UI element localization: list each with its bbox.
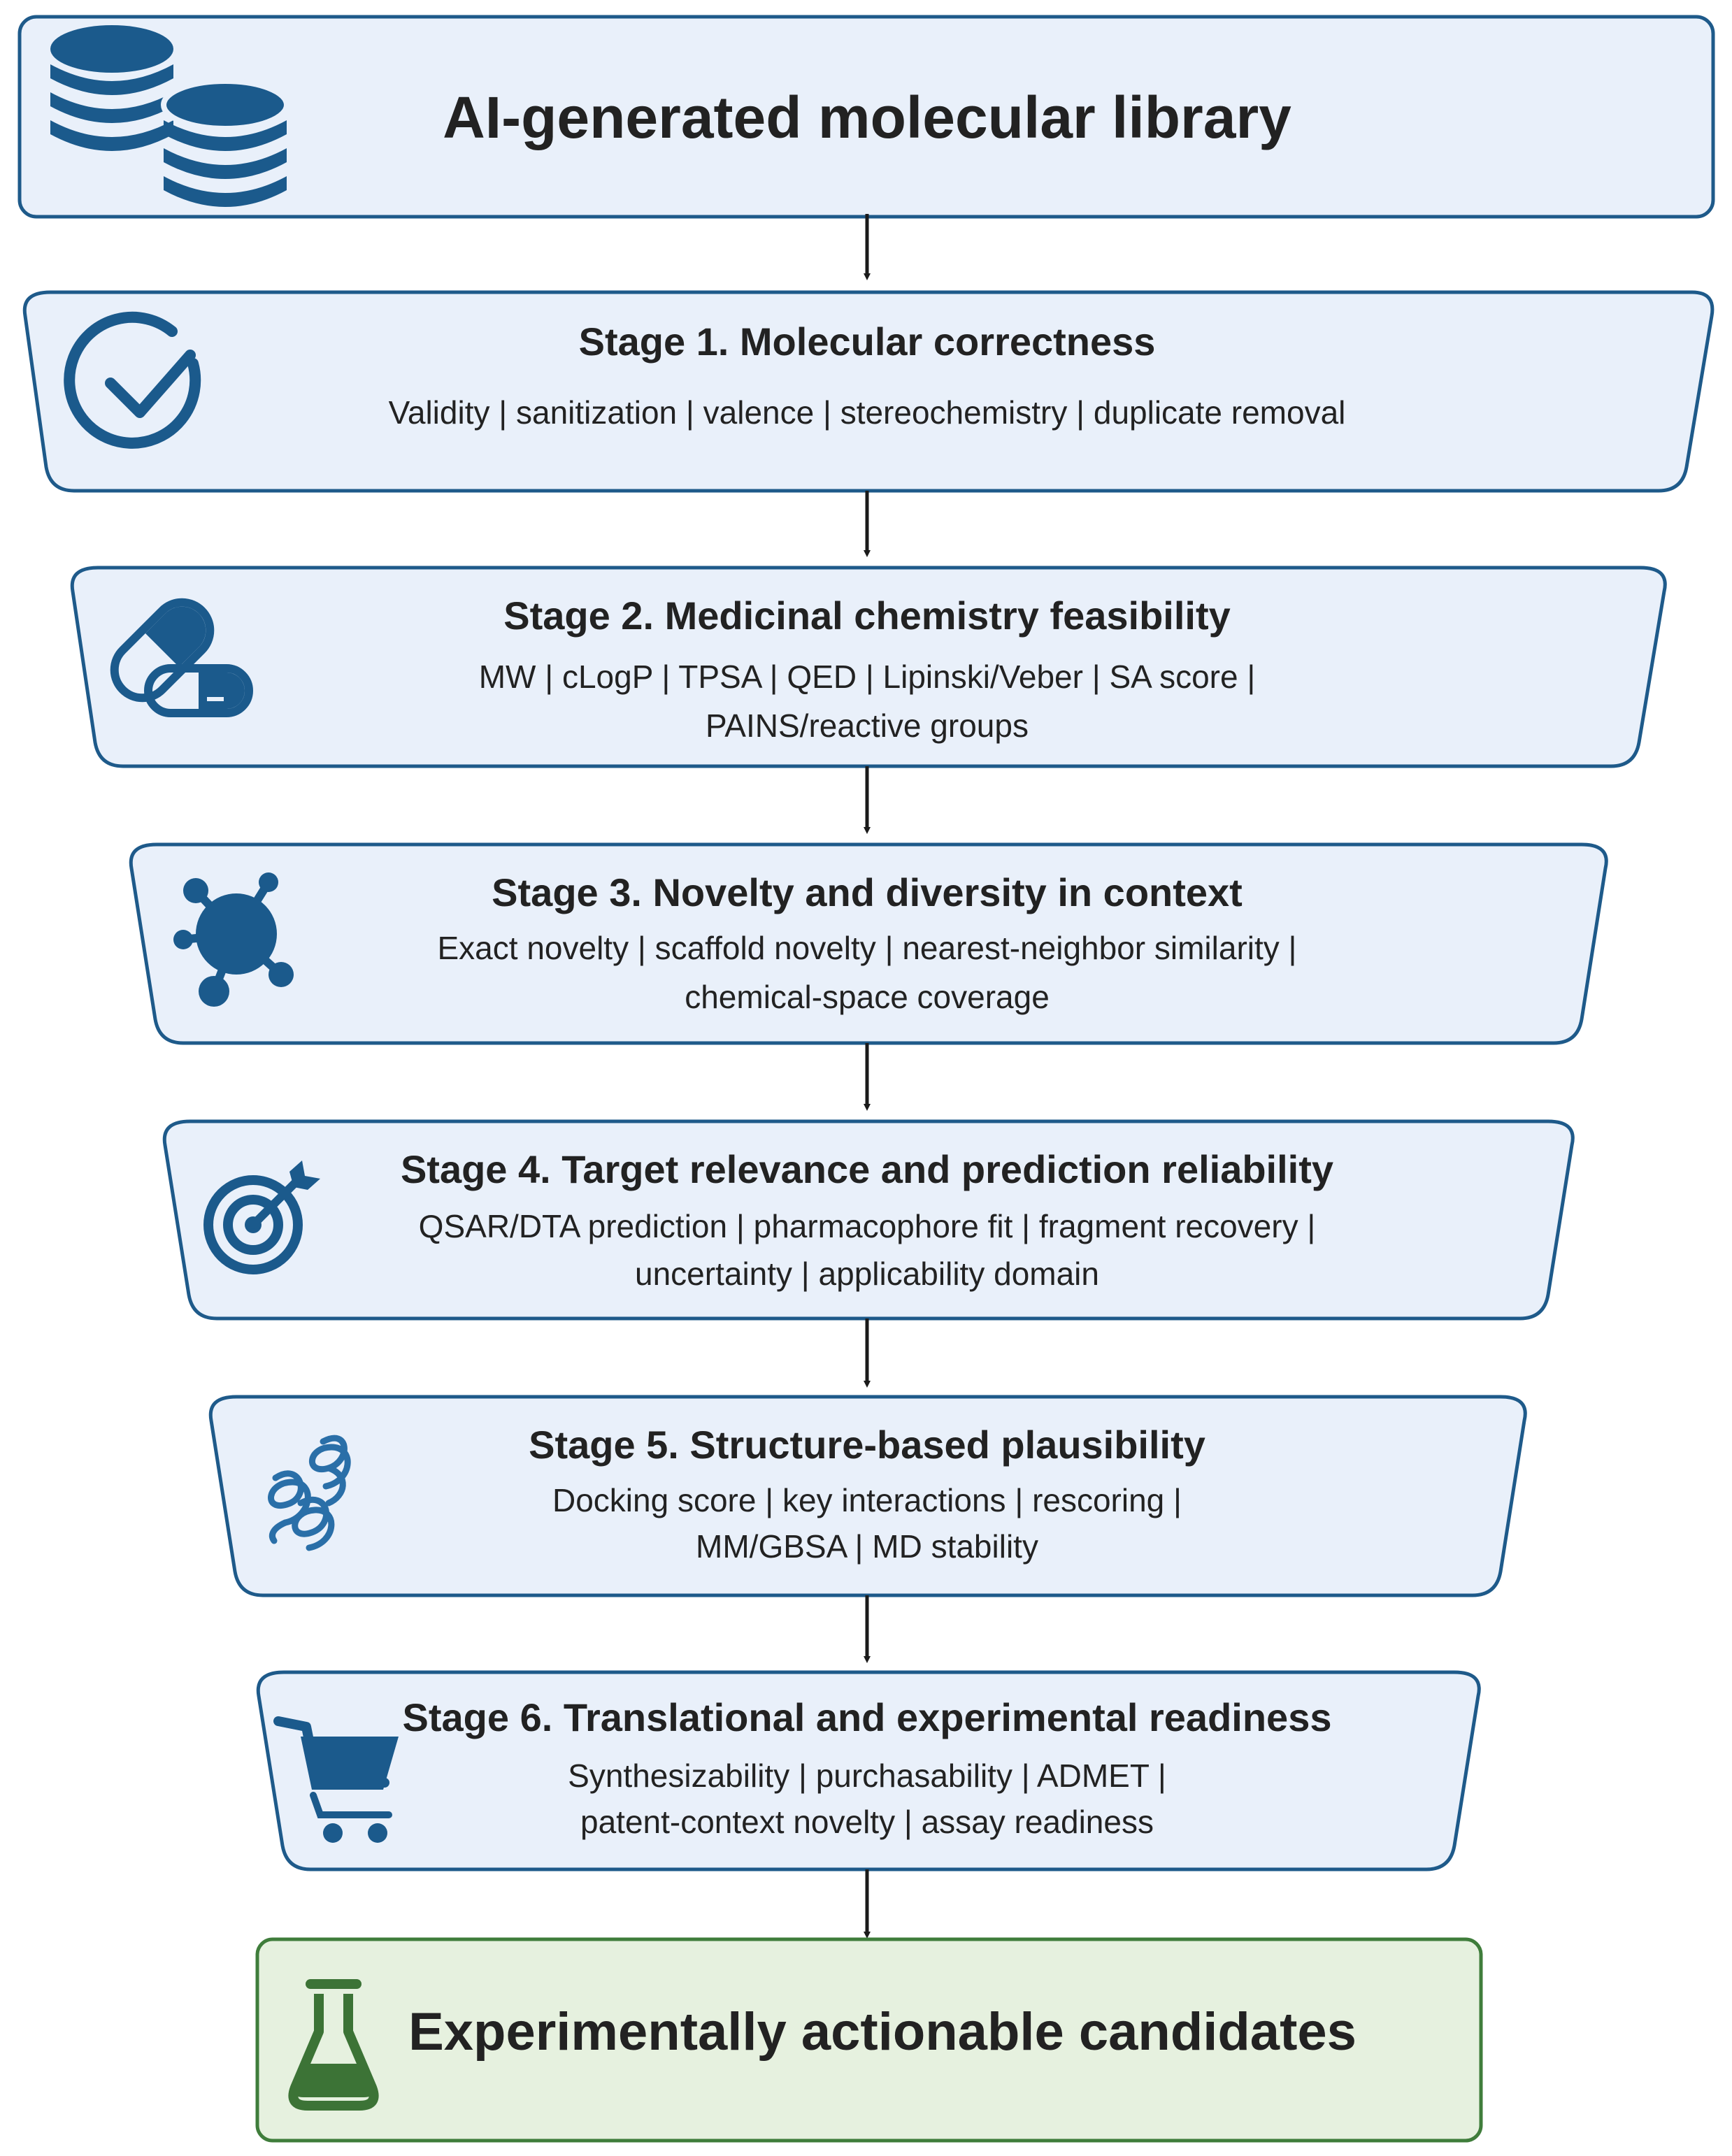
stage-5-line-2: MM/GBSA | MD stability bbox=[696, 1528, 1038, 1565]
stage-1-line-1: Validity | sanitization | valence | ster… bbox=[389, 394, 1346, 431]
stage-6-title: Stage 6. Translational and experimental … bbox=[403, 1695, 1332, 1739]
stage-6-line-1: Synthesizability | purchasability | ADME… bbox=[568, 1758, 1166, 1794]
stage-6-line-2: patent-context novelty | assay readiness bbox=[580, 1804, 1154, 1840]
protein-ribbon-icon bbox=[268, 1435, 351, 1551]
check-circle-icon bbox=[64, 311, 201, 449]
stage-5-title: Stage 5. Structure-based plausibility bbox=[529, 1423, 1205, 1467]
stage-2-line-2: PAINS/reactive groups bbox=[706, 707, 1029, 744]
stage-6-box: Stage 6. Translational and experimental … bbox=[256, 1670, 1481, 1871]
target-dart-icon bbox=[203, 1160, 320, 1274]
final-title: Experimentally actionable candidates bbox=[408, 2002, 1357, 2062]
stage-4-line-1: QSAR/DTA prediction | pharmacophore fit … bbox=[419, 1208, 1316, 1244]
pill-capsule-icon bbox=[110, 598, 253, 717]
stage-4-line-2: uncertainty | applicability domain bbox=[635, 1256, 1099, 1292]
stage-3-line-1: Exact novelty | scaffold novelty | neare… bbox=[438, 930, 1297, 966]
stage-2-box: Stage 2. Medicinal chemistry feasibility… bbox=[70, 566, 1667, 768]
stage-1-title: Stage 1. Molecular correctness bbox=[579, 319, 1156, 364]
stage-3-box: Stage 3. Novelty and diversity in contex… bbox=[129, 842, 1608, 1045]
stage-3-title: Stage 3. Novelty and diversity in contex… bbox=[492, 870, 1243, 914]
stage-5-box: Stage 5. Structure-based plausibility Do… bbox=[208, 1395, 1527, 1597]
header-title: AI-generated molecular library bbox=[443, 85, 1291, 150]
database-stack-icon bbox=[50, 25, 289, 207]
stage-4-box: Stage 4. Target relevance and prediction… bbox=[162, 1119, 1575, 1321]
stage-2-line-1: MW | cLogP | TPSA | QED | Lipinski/Veber… bbox=[479, 659, 1256, 695]
stage-2-title: Stage 2. Medicinal chemistry feasibility bbox=[503, 594, 1231, 638]
stage-1-box: Stage 1. Molecular correctness Validity … bbox=[22, 290, 1715, 493]
stage-4-title: Stage 4. Target relevance and prediction… bbox=[401, 1147, 1333, 1191]
shopping-cart-icon bbox=[273, 1716, 399, 1843]
stage-5-line-1: Docking score | key interactions | resco… bbox=[552, 1482, 1182, 1518]
final-box: Experimentally actionable candidates bbox=[255, 1937, 1483, 2143]
header-box: AI-generated molecular library bbox=[17, 15, 1715, 219]
flask-icon bbox=[288, 1979, 379, 2111]
molecule-node-icon bbox=[173, 872, 294, 1007]
stage-3-line-2: chemical-space coverage bbox=[685, 979, 1050, 1015]
